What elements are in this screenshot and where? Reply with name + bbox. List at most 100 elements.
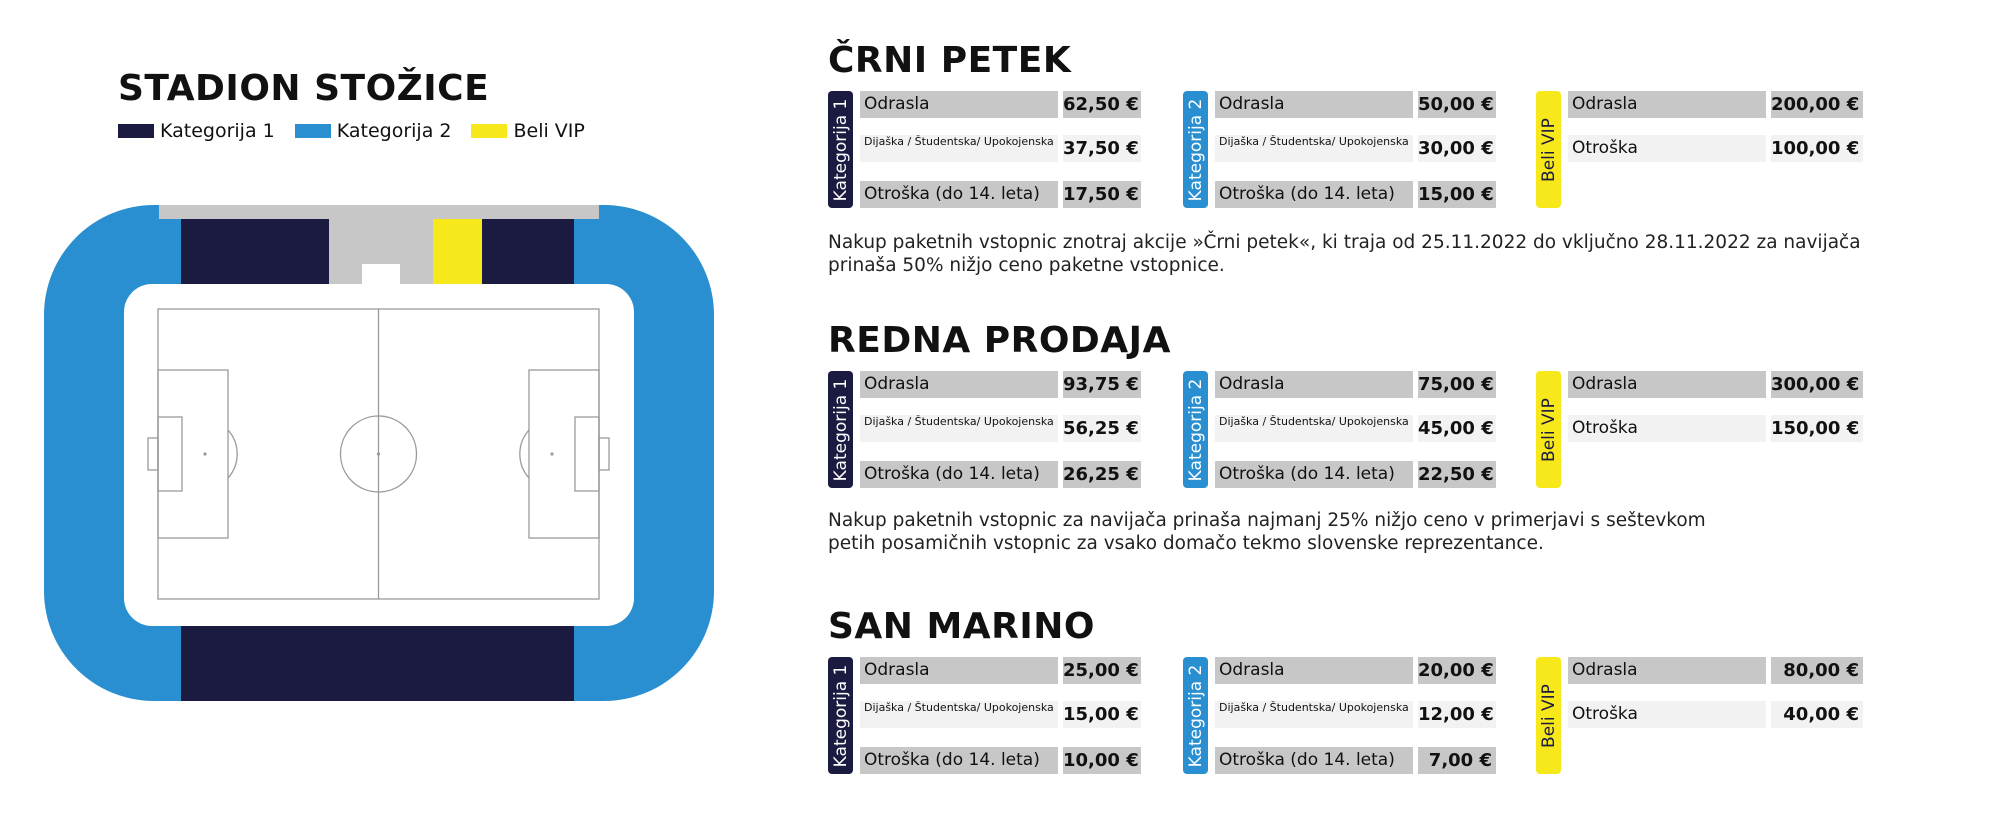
ticket-type-label: Otroška (do 14. leta): [1215, 181, 1413, 208]
note-line: Nakup paketnih vstopnic za navijača prin…: [828, 510, 1706, 531]
stand-top-grey-strip: [159, 205, 599, 219]
price-row-otroska: Otroška (do 14. leta)17,50 €: [860, 181, 1141, 208]
section-note: Nakup paketnih vstopnic za navijača prin…: [828, 509, 1706, 555]
category-tab-label: Kategorija 2: [1185, 98, 1206, 201]
pitch-lines: [147, 308, 610, 600]
ticket-price: 56,25 €: [1063, 415, 1141, 442]
ticket-price: 15,00 €: [1063, 701, 1141, 728]
ticket-type-label: Otroška (do 14. leta): [860, 181, 1058, 208]
ticket-price: 17,50 €: [1063, 181, 1141, 208]
ticket-price: 25,00 €: [1063, 657, 1141, 684]
ticket-price: 50,00 €: [1418, 91, 1496, 118]
category-tab-label: Beli VIP: [1538, 683, 1559, 748]
ticket-type-label: Otroška (do 14. leta): [860, 461, 1058, 488]
stand-top-kategorija-1-left: [181, 219, 329, 287]
category-tab-beli-vip: Beli VIP: [1536, 91, 1561, 208]
stand-beli-vip: [433, 219, 482, 287]
category-tab-beli-vip: Beli VIP: [1536, 657, 1561, 774]
ticket-type-label: Odrasla: [1215, 657, 1413, 684]
ticket-type-label: Dijaška / Študentska/ Upokojenska: [1215, 415, 1413, 442]
ticket-price: 37,50 €: [1063, 135, 1141, 162]
ticket-type-label: Odrasla: [1215, 91, 1413, 118]
pitch-spots: [203, 452, 554, 456]
legend-item-kategorija-1: Kategorija 1: [118, 120, 275, 142]
ticket-type-label: Dijaška / Študentska/ Upokojenska: [860, 135, 1058, 162]
category-tab-beli-vip: Beli VIP: [1536, 371, 1561, 488]
category-tab-kategorija-1: Kategorija 1: [828, 657, 853, 774]
category-tab-label: Kategorija 1: [830, 664, 851, 767]
ticket-type-label: Otroška: [1568, 701, 1766, 728]
category-tab-label: Kategorija 2: [1185, 378, 1206, 481]
ticket-price: 100,00 €: [1771, 135, 1863, 162]
ticket-type-label: Odrasla: [1568, 657, 1766, 684]
ticket-type-label: Dijaška / Študentska/ Upokojenska: [1215, 701, 1413, 728]
price-row-otroska: Otroška (do 14. leta)26,25 €: [860, 461, 1141, 488]
legend-swatch-kategorija-2: [294, 124, 331, 138]
category-tab-kategorija-1: Kategorija 1: [828, 91, 853, 208]
ticket-price: 30,00 €: [1418, 135, 1496, 162]
ticket-price: 93,75 €: [1063, 371, 1141, 398]
legend-swatch-beli-vip: [471, 124, 508, 138]
section-title: REDNA PRODAJA: [828, 320, 1171, 361]
ticket-price: 45,00 €: [1418, 415, 1496, 442]
category-tab-label: Beli VIP: [1538, 117, 1559, 182]
legend-item-kategorija-2: Kategorija 2: [294, 120, 451, 142]
ticket-type-label: Odrasla: [860, 371, 1058, 398]
ticket-price: 40,00 €: [1771, 701, 1863, 728]
category-tab-label: Kategorija 1: [830, 98, 851, 201]
ticket-price: 150,00 €: [1771, 415, 1863, 442]
ticket-type-label: Otroška (do 14. leta): [1215, 461, 1413, 488]
category-tab-kategorija-2: Kategorija 2: [1183, 91, 1208, 208]
ticket-type-label: Dijaška / Študentska/ Upokojenska: [1215, 135, 1413, 162]
legend-label-kategorija-1: Kategorija 1: [160, 120, 275, 142]
category-tab-label: Kategorija 2: [1185, 664, 1206, 767]
category-tab-kategorija-2: Kategorija 2: [1183, 657, 1208, 774]
price-row-otroska: Otroška (do 14. leta)10,00 €: [860, 747, 1141, 774]
ticket-price: 75,00 €: [1418, 371, 1496, 398]
player-tunnel: [362, 264, 400, 287]
section-title: ČRNI PETEK: [828, 40, 1072, 81]
category-tab-kategorija-2: Kategorija 2: [1183, 371, 1208, 488]
ticket-type-label: Odrasla: [1215, 371, 1413, 398]
ticket-price: 7,00 €: [1418, 747, 1496, 774]
section-note: Nakup paketnih vstopnic znotraj akcije »…: [828, 231, 1861, 277]
ticket-price: 62,50 €: [1063, 91, 1141, 118]
ticket-price: 80,00 €: [1771, 657, 1863, 684]
stadium-title: STADION STOŽICE: [118, 68, 490, 109]
note-line: prinaša 50% nižjo ceno paketne vstopnice…: [828, 255, 1225, 276]
ticket-price: 12,00 €: [1418, 701, 1496, 728]
category-tab-label: Beli VIP: [1538, 397, 1559, 462]
ticket-type-label: Otroška: [1568, 415, 1766, 442]
note-line: petih posamičnih vstopnic za vsako domač…: [828, 533, 1544, 554]
note-line: Nakup paketnih vstopnic znotraj akcije »…: [828, 232, 1861, 253]
legend-swatch-kategorija-1: [118, 124, 154, 138]
category-tab-kategorija-1: Kategorija 1: [828, 371, 853, 488]
ticket-price: 300,00 €: [1771, 371, 1863, 398]
ticket-price: 22,50 €: [1418, 461, 1496, 488]
stadium-map: [44, 205, 714, 701]
ticket-price: 26,25 €: [1063, 461, 1141, 488]
ticket-type-label: Otroška: [1568, 135, 1766, 162]
ticket-type-label: Odrasla: [1568, 371, 1766, 398]
price-row-otroska: Otroška (do 14. leta)7,00 €: [1215, 747, 1496, 774]
